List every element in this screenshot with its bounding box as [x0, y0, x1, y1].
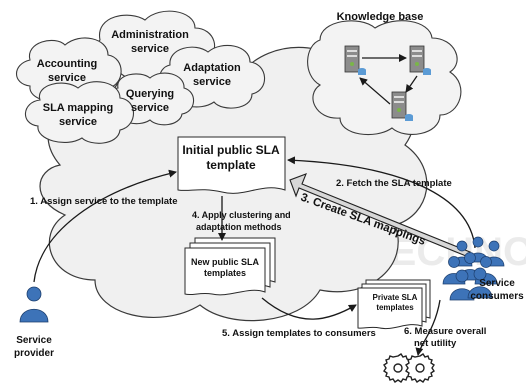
server-icon: [344, 45, 366, 75]
step6-label-1: 6. Measure overall: [404, 326, 486, 337]
sla-mapping-label-1: SLA mapping: [43, 102, 113, 114]
private-templates-label-2: templates: [376, 303, 414, 312]
knowledge-base-cloud: [307, 20, 462, 136]
new-templates-label-2: templates: [204, 268, 246, 278]
adaptation-label-1: Adaptation: [183, 62, 241, 74]
sync-arrow: [405, 75, 418, 93]
step4-label-1: 4. Apply clustering and: [192, 210, 291, 220]
sla-mapping-label-2: service: [59, 116, 97, 128]
step2-arrow: [287, 156, 476, 249]
step6-label-2: net utility: [414, 338, 457, 349]
administration-label-1: Administration: [111, 29, 189, 41]
step1-label: 1. Assign service to the template: [30, 196, 177, 207]
provider-label-2: provider: [14, 348, 54, 359]
person-icon: [19, 286, 49, 323]
consumers-label-1: Service: [479, 278, 515, 289]
step4-label-2: adaptation methods: [196, 222, 282, 232]
querying-label-1: Querying: [126, 88, 174, 100]
administration-label-2: service: [131, 43, 169, 55]
step6-arrow: [415, 299, 441, 356]
new-templates-label-1: New public SLA: [191, 257, 260, 267]
private-templates-document: [357, 287, 423, 330]
consumers-group-icon: [442, 236, 505, 301]
accounting-label-1: Accounting: [37, 58, 98, 70]
step2-label: 2. Fetch the SLA template: [336, 178, 452, 189]
initial-template-label-2: template: [206, 158, 256, 172]
adaptation-label-2: service: [193, 76, 231, 88]
consumers-label-2: consumers: [470, 291, 524, 302]
sla-mapping-service-cloud: [24, 81, 135, 144]
new-templates-document: [184, 247, 266, 296]
server-icon: [391, 91, 413, 121]
initial-template-document: [177, 136, 286, 194]
knowledge-base-title: Knowledge base: [337, 11, 424, 23]
initial-template-label-1: Initial public SLA: [182, 143, 280, 157]
server-icon: [409, 45, 431, 75]
step1-arrow: [33, 169, 177, 283]
step3-big-arrow: [289, 173, 471, 257]
gear-icon: [405, 353, 435, 383]
step5-arrow: [261, 297, 357, 320]
querying-label-2: service: [131, 102, 169, 114]
step5-label: 5. Assign templates to consumers: [222, 328, 376, 339]
sync-arrow: [359, 77, 391, 105]
accounting-label-2: service: [48, 72, 86, 84]
private-templates-label-1: Private SLA: [373, 293, 418, 302]
provider-label-1: Service: [16, 335, 52, 346]
